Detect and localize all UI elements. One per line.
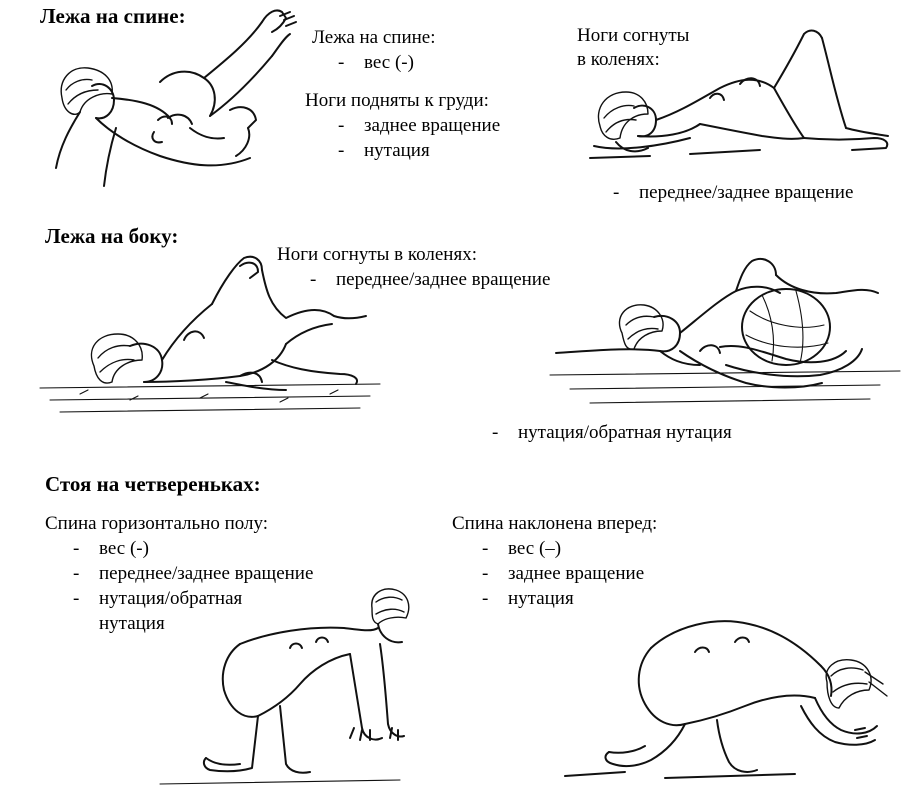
supine-block-3-list: -переднее/заднее вращение: [613, 180, 853, 205]
list-item-text: нутация: [99, 613, 165, 634]
list-item: -вес (-): [73, 536, 313, 561]
list-item-text: заднее вращение: [364, 115, 501, 136]
block-list: -вес (–) -заднее вращение -нутация: [482, 536, 657, 611]
side-block-2: -нутация/обратная нутация: [492, 420, 732, 445]
figure-side-lying-on-ball: [549, 257, 901, 404]
list-dash: -: [338, 52, 345, 73]
list-dash: -: [492, 422, 499, 443]
figure-supine-knees-bent: [589, 29, 889, 159]
list-item: -нутация/обратная нутация: [492, 420, 732, 445]
block-title: Ноги согнуты в коленях:: [277, 244, 477, 265]
block-title: Спина наклонена вперед:: [452, 513, 658, 534]
block-list: -нутация/обратная нутация: [492, 420, 732, 445]
list-dash: -: [482, 588, 489, 609]
fours-block-1: Спина горизонтально полу: -вес (-) -пере…: [45, 512, 313, 636]
list-item: -заднее вращение: [482, 561, 657, 586]
list-item-text: вес (-): [99, 538, 149, 559]
list-item: -нутация: [482, 586, 657, 611]
list-item: -нутация: [338, 138, 500, 163]
figure-fours-leaning-forward: [564, 620, 888, 779]
list-item: -вес (–): [482, 536, 657, 561]
list-dash: -: [482, 563, 489, 584]
list-item: -переднее/заднее вращение: [73, 561, 313, 586]
heading-supine: Лежа на спине:: [40, 4, 186, 28]
list-item-text: вес (-): [364, 52, 414, 73]
list-item: -заднее вращение: [338, 113, 500, 138]
list-item-text: нутация: [508, 588, 574, 609]
heading-side: Лежа на боку:: [45, 224, 179, 248]
list-dash: -: [73, 563, 80, 584]
list-item-text: переднее/заднее вращение: [99, 563, 314, 584]
block-title: Спина горизонтально полу:: [45, 513, 269, 534]
block-list: -вес (-): [338, 50, 436, 75]
supine-block-1: Лежа на спине: -вес (-): [312, 26, 436, 75]
block-list: -вес (-) -переднее/заднее вращение -нута…: [73, 536, 313, 636]
list-item-text: переднее/заднее вращение: [639, 182, 854, 203]
list-dash: -: [338, 115, 345, 136]
supine-block-3-title-line2: в коленях:: [577, 49, 660, 70]
list-dash: -: [338, 140, 345, 161]
list-dash: -: [73, 588, 80, 609]
list-item: -переднее/заднее вращение: [310, 267, 550, 292]
list-item-text: переднее/заднее вращение: [336, 269, 551, 290]
list-item-text: нутация: [364, 140, 430, 161]
figure-supine-knees-to-chest: [55, 9, 297, 187]
heading-fours: Стоя на четвереньках:: [45, 472, 261, 496]
side-block-1: Ноги согнуты в коленях: -переднее/заднее…: [277, 243, 550, 292]
list-dash: -: [310, 269, 317, 290]
list-dash: -: [482, 538, 489, 559]
block-list: -заднее вращение -нутация: [338, 113, 500, 163]
fours-block-2: Спина наклонена вперед: -вес (–) -заднее…: [452, 512, 657, 611]
supine-block-3-title-line1: Ноги согнуты: [577, 25, 690, 46]
supine-block-2: Ноги подняты к груди: -заднее вращение -…: [305, 89, 500, 163]
list-dash: -: [73, 538, 80, 559]
list-item: -нутация/обратная: [73, 586, 313, 611]
list-dash: -: [613, 182, 620, 203]
list-item-text: вес (–): [508, 538, 562, 559]
block-list: -переднее/заднее вращение: [613, 180, 853, 205]
figure-fours-back-horizontal: [159, 588, 410, 785]
block-title: Ноги подняты к груди:: [305, 90, 489, 111]
list-item-text: нутация/обратная нутация: [518, 422, 732, 443]
block-title: Лежа на спине:: [312, 27, 436, 48]
block-list: -переднее/заднее вращение: [310, 267, 550, 292]
list-item: -вес (-): [338, 50, 436, 75]
figure-side-lying-knees-bent: [39, 255, 381, 413]
list-item-continuation: нутация: [73, 611, 313, 636]
list-item-text: заднее вращение: [508, 563, 645, 584]
list-item-text: нутация/обратная: [99, 588, 243, 609]
list-item: -переднее/заднее вращение: [613, 180, 853, 205]
